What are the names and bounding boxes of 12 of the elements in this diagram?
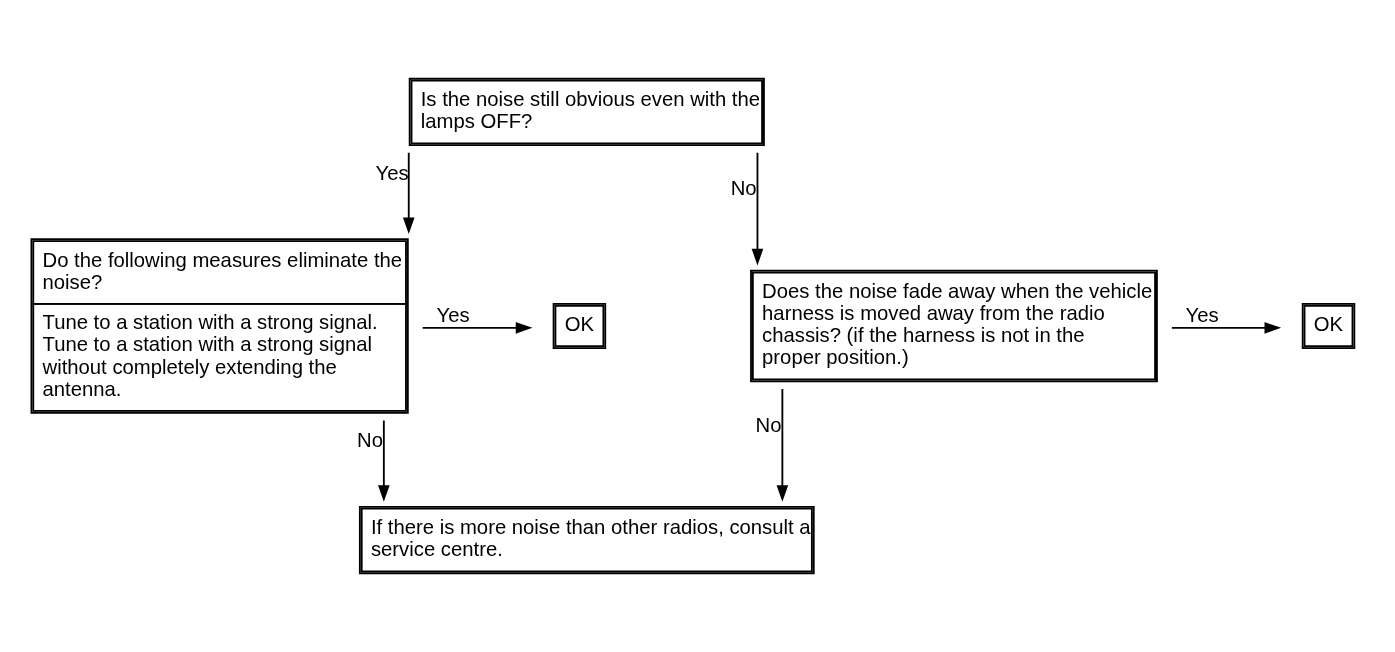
arrow — [378, 419, 390, 502]
arrow — [402, 151, 415, 235]
arrow — [751, 151, 764, 266]
edge-label: No — [357, 429, 383, 452]
arrow — [421, 322, 533, 334]
edge-label: Yes — [1185, 303, 1219, 326]
arrow — [1170, 322, 1282, 334]
arrow — [776, 388, 789, 502]
edge-label: Yes — [375, 161, 409, 184]
edge-label: No — [755, 413, 782, 436]
edge-label: No — [730, 177, 757, 200]
edge-label: Yes — [436, 303, 470, 326]
